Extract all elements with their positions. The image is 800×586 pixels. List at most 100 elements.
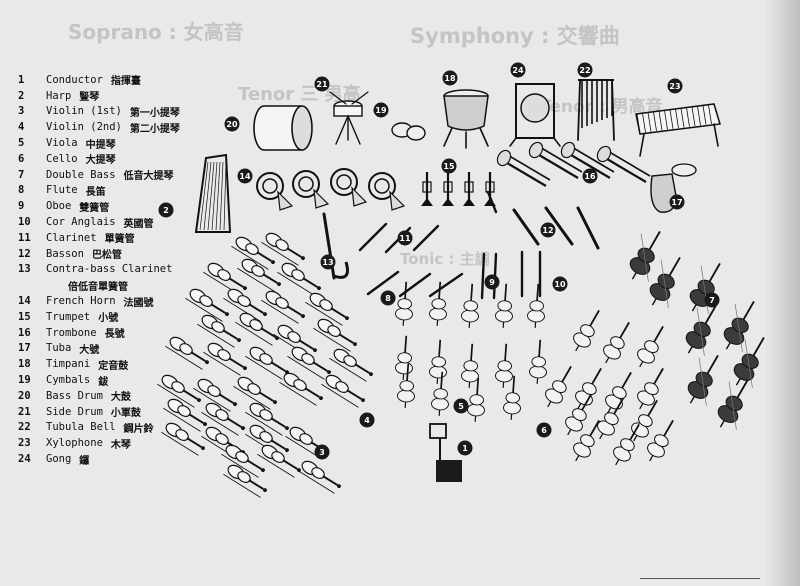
legend-number: 13 (18, 263, 31, 276)
marker-circle (397, 230, 413, 246)
legend-english-name: Clarinet (46, 231, 97, 244)
legend-chinese-name: 大提琴 (85, 155, 116, 167)
legend-chinese-name: 小號 (98, 313, 119, 325)
marker-number: 24 (512, 66, 524, 75)
marker-circle (373, 102, 389, 118)
marker-number: 7 (709, 296, 715, 305)
marker-18-badge: 18 (442, 70, 458, 86)
marker-number: 3 (319, 448, 325, 457)
legend-chinese-name: 鑼 (79, 455, 90, 467)
marker-24-badge: 24 (510, 62, 526, 78)
xylophone-illustration (635, 103, 721, 157)
marker-number: 16 (584, 172, 596, 181)
marker-number: 18 (444, 74, 456, 83)
ghost-heading-left: Soprano : 女高音 (68, 20, 244, 44)
marker-number: 13 (322, 258, 333, 267)
marker-circle (484, 274, 500, 290)
marker-4-badge: 4 (359, 412, 375, 428)
marker-number: 20 (226, 120, 238, 129)
legend-chinese-name: 雙簧管 (79, 202, 110, 214)
marker-11-badge: 11 (397, 230, 413, 246)
legend-english-name: Viola (46, 137, 78, 150)
marker-circle (669, 194, 685, 210)
marker-23-badge: 23 (667, 78, 683, 94)
page-gutter-shadow (764, 0, 800, 586)
marker-number: 23 (669, 82, 680, 91)
marker-16-badge: 16 (582, 168, 598, 184)
legend-number: 8 (18, 184, 25, 197)
marker-21-badge: 21 (314, 76, 330, 92)
legend-english-name: Trumpet (46, 310, 91, 323)
legend-chinese-name: 長號 (104, 329, 125, 341)
legend-english-name: Trombone (46, 326, 97, 339)
marker-number: 17 (671, 198, 682, 207)
legend-number: 19 (18, 374, 31, 387)
marker-9-badge: 9 (484, 274, 500, 290)
legend-english-name: Cello (46, 152, 78, 165)
timpani-illustration (443, 89, 489, 149)
marker-number: 19 (375, 106, 387, 115)
legend-english-name: Cymbals (46, 374, 91, 387)
legend-number: 5 (18, 137, 25, 150)
legend-chinese-name: 豎琴 (79, 92, 100, 104)
legend-english-name: Cor Anglais (46, 216, 116, 229)
legend-row: 倍低音單簧管 (18, 277, 218, 293)
marker-circle (237, 168, 253, 184)
marker-number: 6 (541, 426, 547, 435)
second-violins-and-violas-illustration (395, 281, 547, 422)
legend-chinese-name: 中提琴 (85, 139, 116, 151)
marker-number: 10 (554, 280, 566, 289)
marker-14-badge: 14 (237, 168, 253, 184)
double-basses-illustration (629, 230, 765, 430)
legend-number: 17 (18, 342, 31, 355)
legend-number: 23 (18, 437, 31, 450)
legend-english-name: Side Drum (46, 405, 103, 418)
legend-chinese-name: 指揮臺 (110, 76, 141, 88)
marker-circle (224, 116, 240, 132)
marker-13-badge: 13 (320, 254, 336, 270)
legend-number: 2 (18, 89, 25, 102)
legend-number: 9 (18, 200, 25, 213)
legend-english-name: Bass Drum (46, 389, 103, 402)
marker-8-badge: 8 (380, 290, 396, 306)
legend-chinese-name: 第二小提琴 (129, 123, 180, 135)
marker-6-badge: 6 (536, 422, 552, 438)
marker-22-badge: 22 (577, 62, 593, 78)
marker-number: 12 (542, 226, 553, 235)
legend-number: 12 (18, 247, 31, 260)
marker-circle (158, 202, 174, 218)
marker-7-badge: 7 (704, 292, 720, 308)
legend-number: 1 (18, 73, 25, 86)
bass-drum-illustration (253, 105, 313, 151)
cymbals-illustration (391, 122, 426, 141)
legend-english-name: Timpani (46, 358, 91, 371)
marker-10-badge: 10 (552, 276, 568, 292)
marker-circle (320, 254, 336, 270)
marker-circle (441, 158, 457, 174)
legend-number: 7 (18, 168, 25, 181)
legend-english-name: Violin (1st) (46, 105, 122, 118)
legend-english-name: French Horn (46, 295, 116, 308)
legend-chinese-name: 鈸 (98, 376, 109, 388)
marker-circle (536, 422, 552, 438)
marker-circle (359, 412, 375, 428)
legend-number: 14 (18, 295, 31, 308)
marker-19-badge: 19 (373, 102, 389, 118)
marker-circle (552, 276, 568, 292)
french-horns-illustration (256, 168, 406, 211)
legend-row: 5 Viola 中提琴 (18, 135, 218, 151)
marker-15-badge: 15 (441, 158, 457, 174)
tubular-bells-illustration (577, 79, 615, 141)
legend-chinese-name: 小軍鼓 (110, 408, 141, 420)
